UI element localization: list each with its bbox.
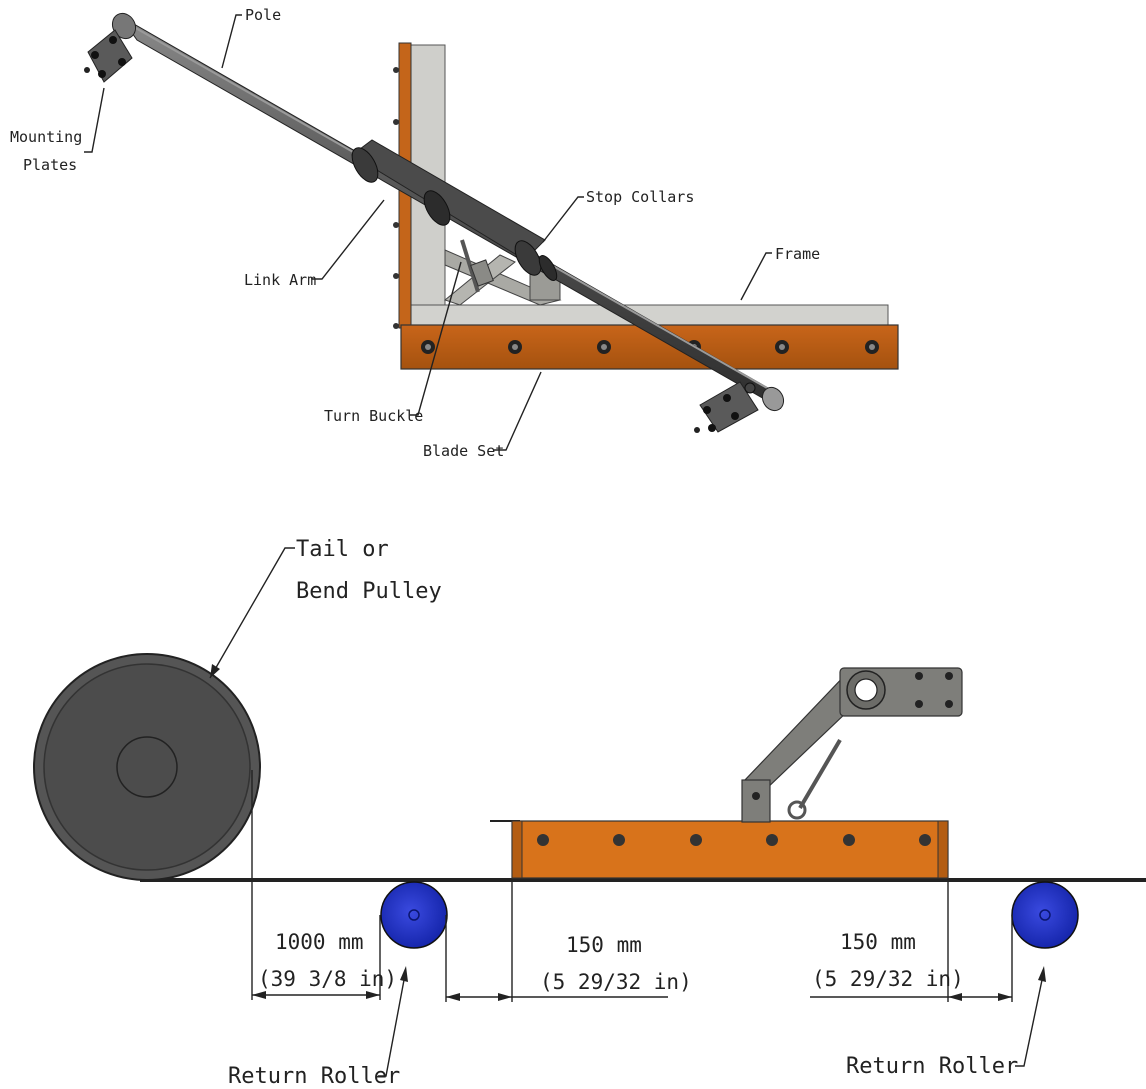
label-turn-buckle: Turn Buckle xyxy=(324,407,423,425)
roller-left-leader xyxy=(378,979,405,1077)
return-roller-left xyxy=(380,881,448,949)
label-pole: Pole xyxy=(245,6,281,24)
label-mounting: Mounting xyxy=(10,128,82,146)
tail-pulley xyxy=(33,653,261,881)
dim-1000-in: (39 3/8 in) xyxy=(258,967,397,991)
mounting-plate-upper xyxy=(84,29,133,83)
link-arm-leader xyxy=(312,199,385,280)
vertical-bolts xyxy=(393,67,399,329)
top-assembly: Pole Mounting Plates Link Arm Stop Colla… xyxy=(10,6,899,460)
mounting-leader xyxy=(84,87,105,153)
side-view: Tail or Bend Pulley Return Roller Return… xyxy=(33,537,1146,1089)
dimension-lines xyxy=(251,770,1013,1002)
roller-right-leader xyxy=(1015,979,1043,1067)
blade-side xyxy=(490,820,949,879)
return-roller-right xyxy=(1011,881,1079,949)
label-stop-collars: Stop Collars xyxy=(586,188,694,206)
label-tail-or: Tail or xyxy=(296,537,389,562)
label-bend-pulley: Bend Pulley xyxy=(296,579,442,604)
dim-150-mm-right: 150 mm xyxy=(840,930,916,954)
mounting-plate-lower xyxy=(694,381,759,433)
blade-set-leader xyxy=(494,371,542,451)
label-return-roller-left: Return Roller xyxy=(228,1064,400,1089)
label-return-roller-right: Return Roller xyxy=(846,1054,1018,1079)
turn-buckle-leader xyxy=(410,261,462,416)
pole xyxy=(111,12,785,412)
label-blade-set: Blade Set xyxy=(423,442,504,460)
frame-leader xyxy=(740,252,772,301)
dim-150-in-left: (5 29/32 in) xyxy=(540,970,692,994)
tail-leader xyxy=(209,547,295,679)
dim-150-mm-left: 150 mm xyxy=(566,933,642,957)
stop-collars-leader xyxy=(542,196,584,243)
turn-buckle xyxy=(460,239,494,293)
pole-leader xyxy=(221,14,242,69)
label-link-arm: Link Arm xyxy=(244,271,316,289)
label-plates: Plates xyxy=(23,156,77,174)
dim-1000-mm: 1000 mm xyxy=(275,930,364,954)
dim-150-in-right: (5 29/32 in) xyxy=(812,967,964,991)
label-frame: Frame xyxy=(775,245,820,263)
tensioner-arm xyxy=(741,667,963,823)
